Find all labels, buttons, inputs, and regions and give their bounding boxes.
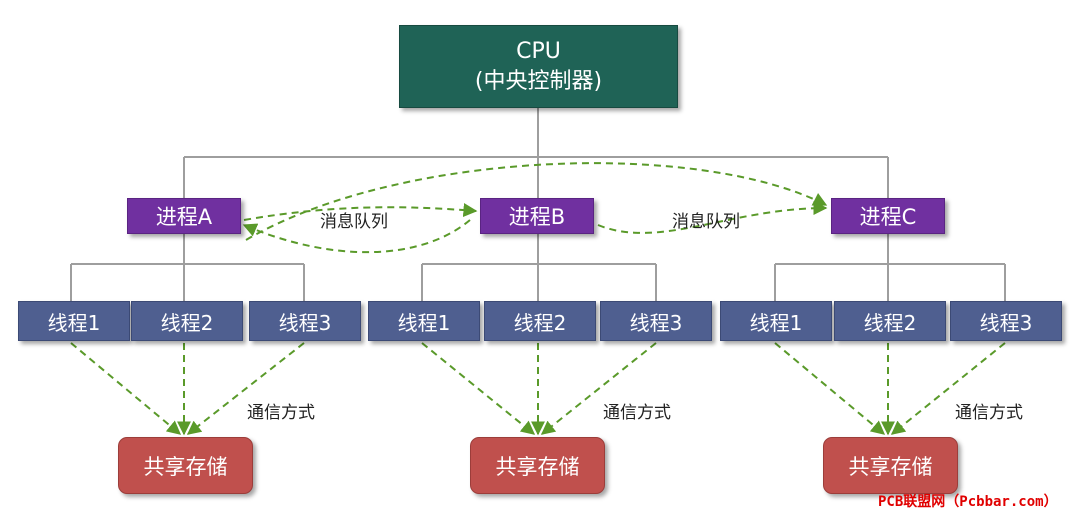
thread-a2-box: 线程2	[131, 301, 243, 341]
thread-a1-box: 线程1	[18, 301, 130, 341]
shared-storage-b-label: 共享存储	[495, 454, 580, 479]
process-a-label: 进程A	[155, 205, 213, 229]
comm-arrow-b1	[421, 342, 536, 435]
thread-b1-label: 线程1	[397, 310, 451, 335]
thread-c2-box: 线程2	[834, 301, 946, 341]
thread-c3-box: 线程3	[950, 301, 1062, 341]
mq-arrow-b-to-c	[597, 201, 828, 234]
message-queue-arrows	[242, 162, 828, 254]
thread-b3-box: 线程3	[600, 301, 712, 341]
thread-c3-label: 线程3	[979, 310, 1033, 335]
hierarchy-lines	[70, 108, 1006, 301]
process-c-label: 进程C	[859, 205, 917, 229]
process-b-label: 进程B	[508, 205, 566, 229]
comm-arrow-c1	[774, 342, 886, 435]
thread-c1-label: 线程1	[749, 310, 803, 335]
process-a-box: 进程A	[127, 198, 241, 234]
comm-arrow-c3	[890, 342, 1006, 435]
mq-arrow-a-to-c	[245, 162, 828, 241]
thread-c2-label: 线程2	[863, 310, 917, 335]
shared-storage-b-box: 共享存储	[470, 437, 605, 494]
process-b-box: 进程B	[480, 198, 594, 234]
shared-storage-c-box: 共享存储	[823, 437, 958, 494]
communication-label-b: 通信方式	[603, 403, 671, 423]
thread-a3-box: 线程3	[249, 301, 361, 341]
cpu-box: CPU (中央控制器)	[399, 25, 678, 108]
shared-storage-a-label: 共享存储	[143, 454, 228, 479]
thread-b3-label: 线程3	[629, 310, 683, 335]
communication-label-c: 通信方式	[955, 403, 1023, 423]
thread-a3-label: 线程3	[278, 310, 332, 335]
mq-arrow-a-to-b	[243, 203, 478, 221]
watermark-text: PCB联盟网（Pcbbar.com）	[878, 494, 1058, 510]
communication-label-a: 通信方式	[247, 403, 315, 423]
cpu-subtitle: (中央控制器)	[474, 68, 603, 94]
communication-arrows	[70, 342, 1006, 436]
thread-a1-label: 线程1	[47, 310, 101, 335]
thread-b1-box: 线程1	[368, 301, 480, 341]
thread-c1-box: 线程1	[720, 301, 832, 341]
mq-arrow-b-to-a	[242, 219, 471, 254]
shared-storage-c-label: 共享存储	[848, 454, 933, 479]
thread-a2-label: 线程2	[160, 310, 214, 335]
message-queue-label-right: 消息队列	[672, 212, 740, 232]
thread-b2-box: 线程2	[484, 301, 596, 341]
comm-arrow-b3	[540, 342, 657, 435]
comm-arrow-a3	[186, 342, 305, 435]
comm-arrow-a1	[70, 342, 182, 435]
thread-b2-label: 线程2	[513, 310, 567, 335]
message-queue-label-left: 消息队列	[320, 212, 388, 232]
cpu-title: CPU	[516, 38, 561, 64]
shared-storage-a-box: 共享存储	[118, 437, 253, 494]
process-c-box: 进程C	[831, 198, 945, 234]
